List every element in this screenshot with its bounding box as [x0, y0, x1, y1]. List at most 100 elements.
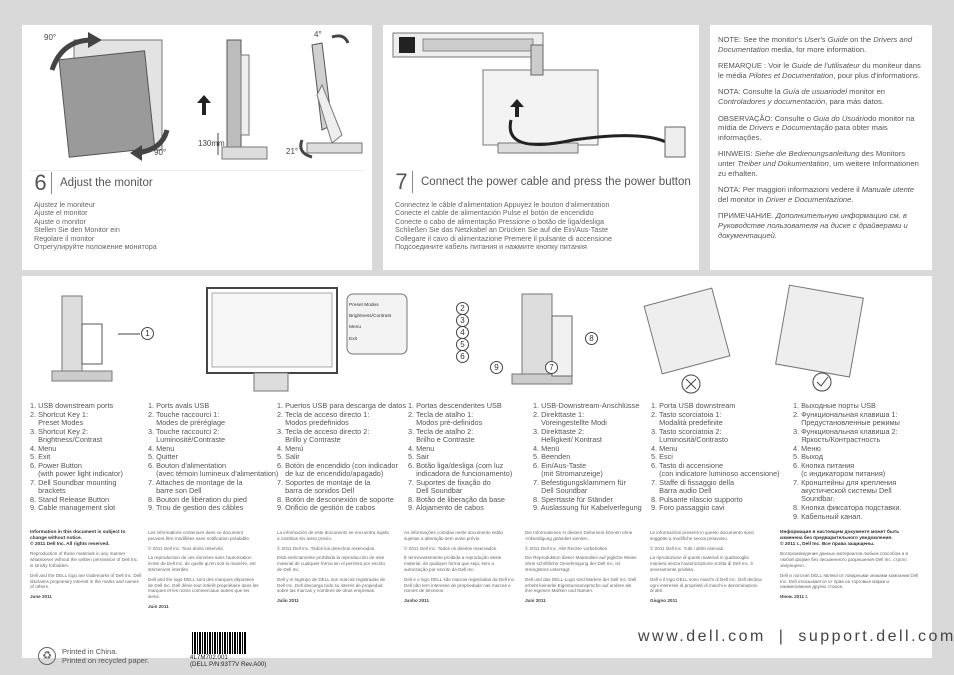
angle-label-right-top: 4°	[314, 30, 322, 39]
printed-in-china: Printed in China.	[62, 647, 118, 656]
note-pt: OBSERVAÇÃO: Consulte o Guia do Usuáriodo…	[718, 113, 915, 142]
step6-translation: Отрегулируйте положение монитора	[34, 242, 157, 252]
feature-item: 6. Ein/Aus-Taste (mit Stromanzeige)	[533, 460, 603, 479]
feature-item: 2. Tecla de acceso directo 1: Modos pred…	[277, 409, 370, 427]
legal-paragraph: Le informazioni presenti in questo docum…	[650, 530, 754, 541]
feature-item: 3. Touche raccourci 2: Luminosité/Contra…	[148, 426, 226, 444]
legal-date: Juni 2011	[525, 598, 546, 604]
feature-item: 5. Выход	[793, 452, 823, 462]
callout-1: 1	[141, 327, 154, 340]
printed-recycled: Printed on recycled paper.	[62, 655, 150, 665]
feature-item: 5. Beenden	[533, 452, 571, 462]
feature-item: 4. Menü	[533, 443, 560, 453]
step6-translation: Ajuste el monitor	[34, 208, 88, 218]
note-it: NOTA: Per maggiori informazioni vedere i…	[718, 185, 915, 204]
feature-item: 8. Stand Release Button	[30, 494, 110, 504]
step7-translation: Collegare il cavo di alimentazione Preme…	[395, 233, 612, 243]
feature-item: 7. Staffe di fissaggio della Barra audio…	[651, 477, 735, 496]
support-url-link[interactable]: support.dell.com	[798, 628, 954, 645]
note-es: NOTA: Consulte la Guía de usuariodel mon…	[718, 87, 886, 106]
legal-paragraph: Die Reproduktion dieser Materialien auf …	[525, 555, 637, 572]
step7-translation: Connectez le câble d'alimentation Appuye…	[395, 200, 610, 209]
printed-info: Printed in China. Printed on recycled pa…	[62, 647, 150, 665]
website-urls: www.dell.com | support.dell.com	[638, 628, 954, 646]
legal-en: Information in this document is subject …	[30, 530, 142, 600]
url-separator: |	[778, 628, 786, 645]
feature-item: 7. Кронштейны для крепления акустической…	[793, 477, 897, 504]
legal-paragraph: La riproduzione di questi materiali in q…	[650, 555, 754, 572]
step6-panel: 90° 90° 130mm 4° 21° 6 Adjust the monito…	[22, 25, 372, 270]
step6-translations: Ajustez le moniteur Ajuste el monitor Aj…	[34, 200, 157, 252]
step7-translation: Schließen Sie das Netzkabel an Drücken S…	[395, 225, 608, 235]
step7-panel: 7 Connect the power cable and press the …	[383, 25, 699, 270]
feature-item: 5. Esci	[651, 452, 673, 462]
feature-item: 8. Botão de liberação da base	[408, 494, 505, 504]
legal-paragraph: Dell e o logo DELL são marcas registrada…	[404, 576, 516, 594]
legal-paragraph: Dell and the logo DELL sont des marques …	[148, 576, 259, 600]
step6-translation: Ajustez le moniteur	[34, 200, 96, 209]
callout-8: 8	[585, 332, 598, 345]
dell-pn: (DELL P/N:93T7V Rev.A00)	[190, 661, 267, 668]
feature-item: 6. Кнопка питания (с индикатором питания…	[793, 460, 886, 479]
step6-translation: Regolare il monitor	[34, 233, 95, 243]
note-en: NOTE: See the monitor's User's Guide on …	[718, 35, 913, 54]
feature-item: 9. Foro passaggio cavi	[651, 503, 725, 513]
feature-item: 1. Выходные порты USB	[793, 401, 876, 410]
legal-paragraph: As informações contidas neste documento …	[404, 530, 504, 541]
feature-item: 9. Trou de gestion des câbles	[148, 503, 244, 513]
step6-translation: Ajuste o monitor	[34, 216, 86, 226]
angle-label-left-bottom: 90°	[154, 148, 167, 157]
legal-paragraph: Dell y el logotipo de DELL son marcas re…	[277, 576, 386, 594]
legal-fr: Les informations contenues dans ce docum…	[148, 530, 260, 610]
legal-paragraph: © 2011 Dell Inc. Tous droits réservés.	[148, 545, 224, 551]
osd-item-exit: Exit	[349, 336, 357, 342]
feature-item: 8. Sperrtaste für Ständer	[533, 494, 613, 504]
legal-date: Junho 2011	[404, 598, 430, 604]
feature-item: 6. Botão liga/desliga (com luz indicador…	[408, 460, 513, 479]
step7-translations: Connectez le câble d'alimentation Appuye…	[395, 200, 612, 252]
feature-item: 4. Menu	[30, 443, 57, 453]
callout-7: 7	[545, 361, 558, 374]
feature-item: 7. Dell Soundbar mounting brackets	[30, 477, 117, 496]
feature-item: 2. Функциональная клавиша 1: Предустанов…	[793, 409, 900, 427]
callout-9: 9	[490, 361, 503, 374]
feature-item: 6. Tasto di accensione (con indicatore l…	[651, 460, 780, 479]
step6-number: 6	[30, 171, 52, 194]
legal-paragraph: Die Informationen in diesem Dokument kön…	[525, 530, 633, 541]
feature-item: 3. Tecla de acceso directo 2: Brillo y C…	[277, 426, 370, 444]
feature-item: 1. Ports avals USB	[148, 401, 210, 410]
feature-item: 9. Alojamento de cabos	[408, 503, 484, 513]
barcode-number: 4L7M702.001	[190, 654, 228, 661]
feature-item: 1. USB downstream ports	[30, 401, 114, 410]
step6-title: Adjust the monitor	[60, 176, 153, 189]
legal-paragraph: Está estrictamente prohibida la reproduc…	[277, 555, 385, 572]
feature-item: 5. Quitter	[148, 452, 179, 462]
feature-item: 5. Salir	[277, 452, 300, 462]
callout-6: 6	[456, 350, 469, 363]
monitor-adjust-illustration	[49, 32, 363, 161]
feature-item: 8. Botón de desconexión de soporte	[277, 494, 394, 504]
feature-item: 4. Menú	[277, 443, 304, 453]
legal-paragraph: Dell und das DELL-Logo sind Marken der D…	[525, 576, 637, 594]
feature-item: 4. Menu	[148, 443, 175, 453]
part-number: 4L7M702.001 (DELL P/N:93T7V Rev.A00)	[190, 654, 266, 668]
dell-url-link[interactable]: www.dell.com	[638, 628, 766, 645]
step7-number: 7	[391, 171, 413, 193]
legal-paragraph: La reproduction de ces données sans l'au…	[148, 555, 256, 572]
step6-header: 6 Adjust the monitor	[30, 170, 365, 194]
note-fr: REMARQUE : Voir le Guide de l'utilisateu…	[718, 61, 921, 80]
feature-item: 6. Bouton d'alimentation (avec témoin lu…	[148, 460, 279, 479]
step7-translation: Подсоедините кабель питания и нажмите кн…	[395, 242, 587, 252]
legal-paragraph: © 2011 Dell Inc. Tutti i diritti riserva…	[650, 545, 725, 551]
step7-title: Connect the power cable and press the po…	[421, 176, 691, 188]
features-panel: Preset Modes Brightness/Contrast Menu Ex…	[22, 276, 932, 658]
legal-paragraph: © 2011 Dell Inc. Todos os direitos reser…	[404, 545, 498, 551]
feature-item: 4. Menu	[408, 443, 435, 453]
legal-es: La información de este documento se encu…	[277, 530, 389, 604]
legal-paragraph: Reproduction of these materials in any m…	[30, 551, 139, 568]
step6-translation: Stellen Sie den Monitor ein	[34, 225, 120, 235]
